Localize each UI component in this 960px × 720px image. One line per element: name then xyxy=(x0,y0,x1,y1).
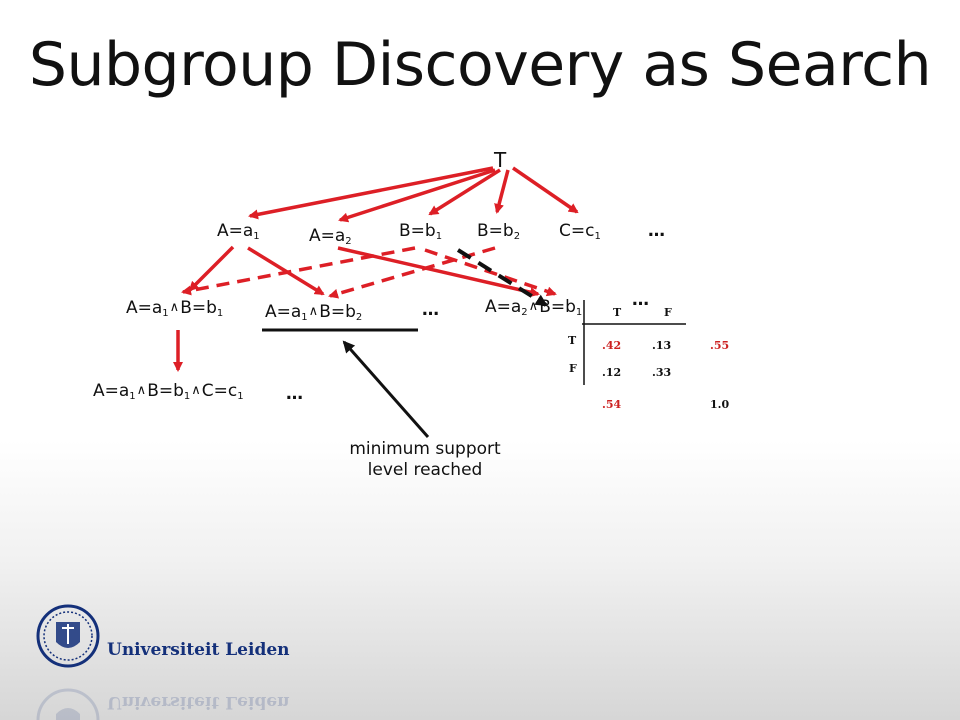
node-a1-b1-c1: A=a1∧B=b1∧C=c1 xyxy=(93,381,244,402)
node-b1: B=b1 xyxy=(399,221,443,242)
university-seal-logo xyxy=(36,604,100,668)
node-a2-b1: A=a2∧B=b1 xyxy=(485,297,583,318)
edge-root-b2 xyxy=(494,169,510,214)
edge-a1-n1 xyxy=(188,245,235,292)
university-logo-reflection: Universiteit Leiden xyxy=(107,692,290,712)
ctab-cell-tf: .13 xyxy=(652,339,672,352)
slide-title: Subgroup Discovery as Search xyxy=(28,30,932,100)
university-logo-text: Universiteit Leiden xyxy=(107,640,290,660)
level2-more-2: … xyxy=(632,290,649,310)
edge-root-a1 xyxy=(248,166,494,220)
node-a1-b1: A=a1∧B=b1 xyxy=(126,298,224,319)
ctab-cell-ff: .33 xyxy=(652,366,672,379)
ctab-col-total: .54 xyxy=(602,398,622,411)
min-support-annotation: minimum support level reached xyxy=(349,439,501,480)
level2-more-1: … xyxy=(422,300,439,320)
ctab-row-header-t: T xyxy=(568,334,577,347)
level3-more: … xyxy=(286,384,303,404)
node-a2: A=a2 xyxy=(309,226,352,247)
edge-root-b1 xyxy=(428,168,501,216)
edge-dashed-black xyxy=(456,248,548,307)
ctab-cell-ft: .12 xyxy=(602,366,622,379)
edge-b2-n2-dashed xyxy=(328,246,496,299)
ctab-col-header-t: T xyxy=(613,306,622,319)
ctab-col-header-f: F xyxy=(664,306,672,319)
ctab-row-header-f: F xyxy=(569,362,577,375)
node-c1: C=c1 xyxy=(559,221,601,242)
annotation-arrow xyxy=(342,340,430,438)
root-node: T xyxy=(494,148,507,172)
ctab-grand-total: 1.0 xyxy=(710,398,730,411)
edge-root-c1 xyxy=(512,166,579,214)
ctab-cell-tt: .42 xyxy=(602,339,622,352)
university-seal-reflection xyxy=(36,688,100,720)
edge-root-a2 xyxy=(338,168,496,223)
edge-a2-n3 xyxy=(337,246,540,298)
node-b2: B=b2 xyxy=(477,221,521,242)
ctab-row-total: .55 xyxy=(710,339,730,352)
level1-more: … xyxy=(648,221,665,241)
node-a1: A=a1 xyxy=(217,221,260,242)
node-a1-b2: A=a1∧B=b2 xyxy=(265,302,363,323)
edge-b1-n1-dashed xyxy=(181,246,416,296)
